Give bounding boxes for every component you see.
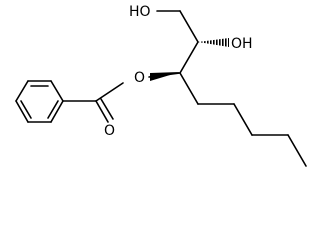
molecule-diagram: HO OH O O bbox=[15, 4, 307, 167]
carbonyl-ester-bond bbox=[95, 82, 124, 102]
ring-bond-5 bbox=[15, 100, 29, 123]
chain-bond-3 bbox=[233, 103, 253, 136]
c3-c2-bond bbox=[179, 41, 199, 74]
carbonyl-double-bond-a bbox=[95, 100, 109, 123]
hashed-wedge-bond bbox=[198, 38, 229, 47]
chain-bond-1 bbox=[179, 72, 199, 105]
oh-right-label: OH bbox=[231, 36, 253, 52]
ring-bond-3 bbox=[50, 100, 64, 123]
ho-top-label: HO bbox=[129, 4, 151, 20]
ring-double-inner-2 bbox=[47, 100, 59, 119]
carbonyl-oxygen-label: O bbox=[104, 123, 115, 139]
carbonyl-double-bond-b bbox=[100, 98, 114, 120]
ring-bond-6 bbox=[15, 80, 29, 102]
pentyl-chain bbox=[179, 72, 307, 167]
c2-c1-bond bbox=[179, 10, 199, 43]
ring-double-inner-3 bbox=[20, 100, 32, 119]
chain-bond-5 bbox=[287, 134, 307, 167]
wedge-bond bbox=[150, 72, 180, 81]
ester-oxygen-label: O bbox=[134, 70, 145, 86]
ring-bond-2 bbox=[50, 80, 64, 102]
benzene-ring bbox=[15, 80, 64, 123]
